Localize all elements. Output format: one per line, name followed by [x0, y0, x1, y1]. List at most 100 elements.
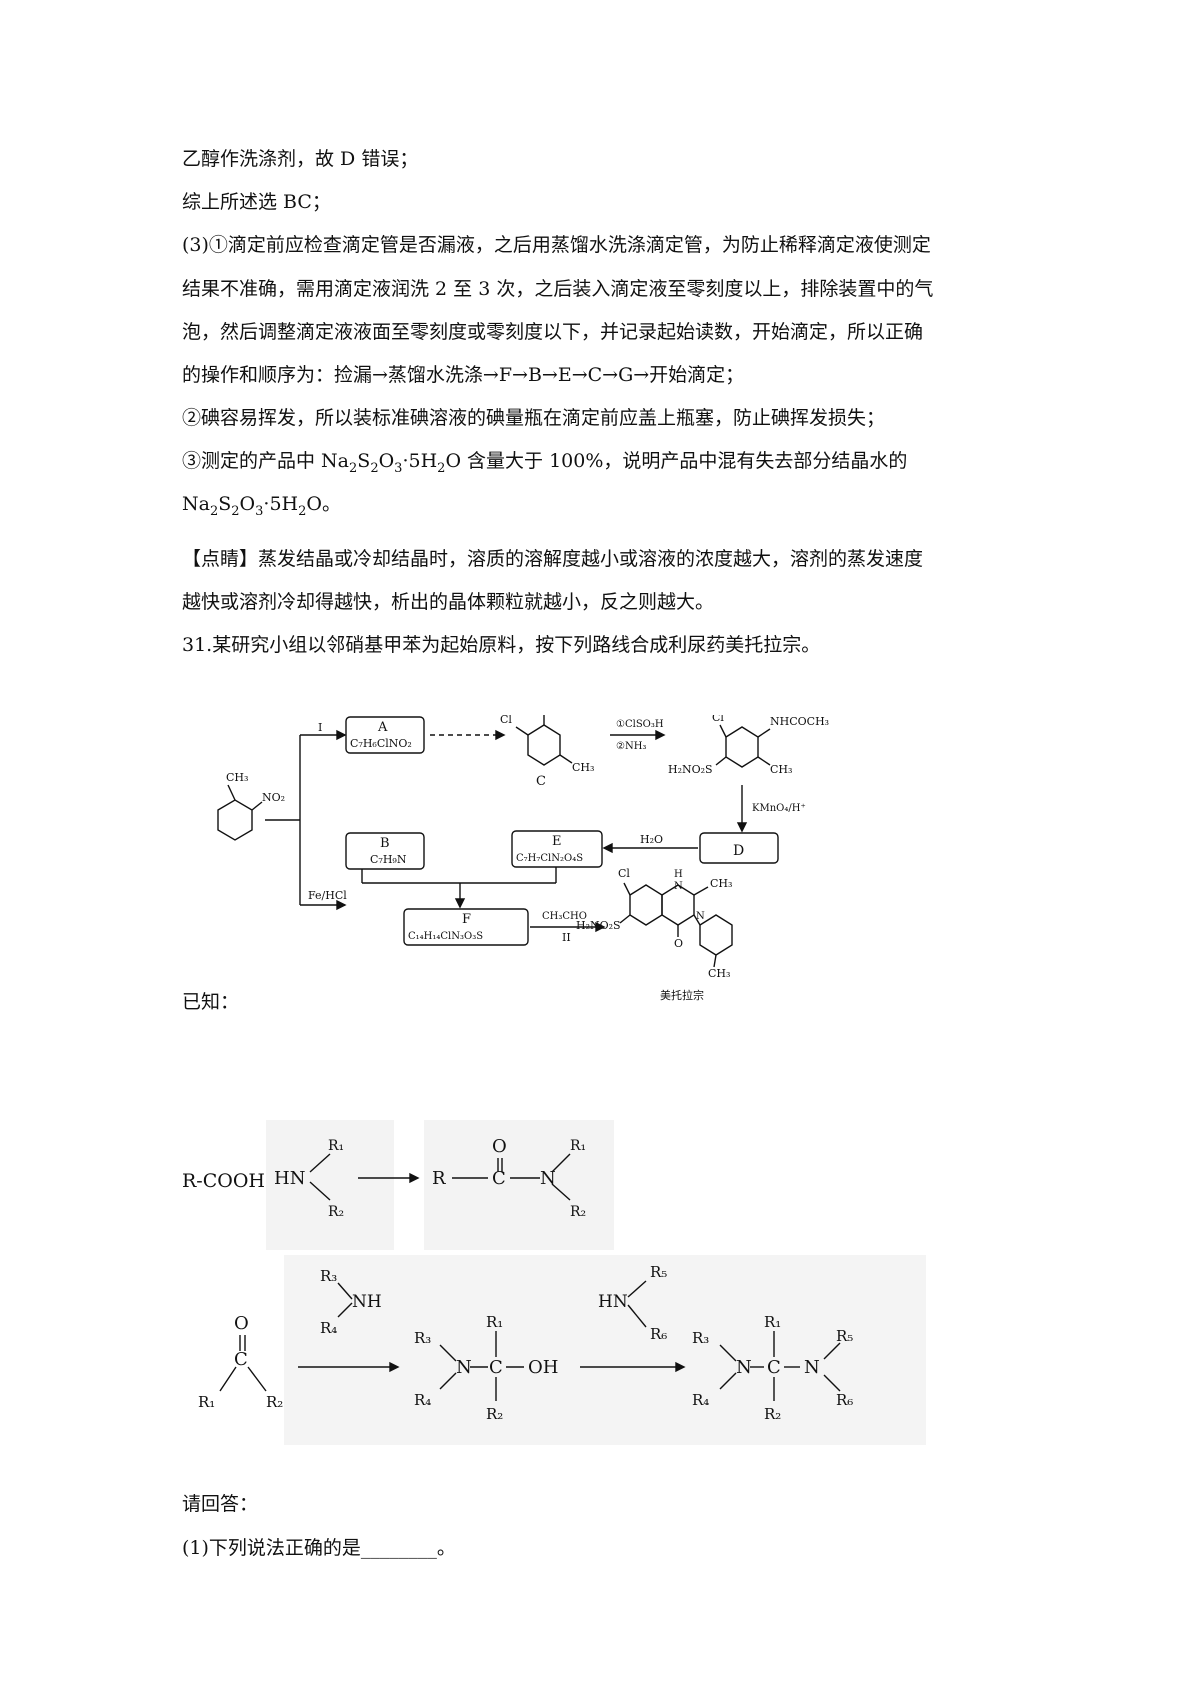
box-F	[403, 908, 529, 946]
label-n: N	[736, 1357, 752, 1378]
image-background	[266, 1120, 394, 1250]
label-nhcoch3: NHCOCH₃	[770, 715, 829, 728]
subscript: 3	[394, 460, 403, 476]
box-F-name: F	[462, 912, 471, 927]
subscript: 2	[231, 503, 240, 519]
label-hn: HN	[598, 1292, 628, 1312]
image-background	[400, 1255, 600, 1445]
text-span: ③测定的产品中 Na	[182, 450, 349, 472]
benzene-ring	[217, 799, 253, 841]
label-r1: R₁	[198, 1393, 215, 1411]
label-r6: R₆	[650, 1325, 667, 1343]
known1-reactant: R-COOH+	[182, 1170, 281, 1192]
label-ch3: CH₃	[708, 967, 730, 980]
label-r1: R₁	[764, 1313, 781, 1331]
text-span: O	[378, 450, 395, 472]
text-line: ②碘容易挥发，所以装标准碘溶液的碘量瓶在滴定前应盖上瓶塞，防止碘挥发损失；	[182, 407, 886, 429]
text-line: 的操作和顺序为：捡漏→蒸馏水洗涤→F→B→E→C→G→开始滴定；	[182, 364, 745, 386]
subscript: 2	[209, 503, 219, 519]
box-B-formula: C₇H₉N	[370, 853, 407, 866]
subscript: 2	[298, 503, 307, 519]
known-reaction-2: O C R₁ R₂ R₃ NH R₄ R₃ N R₄ R₁ C R₂ OH R₅…	[198, 1255, 926, 1445]
question-1-text: (1)下列说法正确的是________。	[182, 1537, 456, 1559]
label-c: C	[234, 1349, 248, 1370]
text-line: 综上所述选 BC；	[182, 191, 331, 213]
subscript: 2	[437, 460, 446, 476]
label-r4: R₄	[692, 1391, 709, 1409]
box-B-name: B	[380, 836, 390, 851]
label-c: C	[489, 1357, 503, 1378]
text-span: ·5H	[263, 493, 299, 515]
ask-label: 请回答：	[182, 1493, 259, 1515]
label-hn: HN	[274, 1168, 305, 1189]
text-span: ·5H	[402, 450, 438, 472]
text-line: (3)①滴定前应检查滴定管是否漏液，之后用蒸馏水洗涤滴定管，为防止稀释滴定液使测…	[182, 234, 931, 256]
label-r2: R₂	[486, 1405, 503, 1423]
known-reaction-1: HN R₁ R₂ R C O N R₁ R₂	[266, 1120, 614, 1250]
question-1: (1)下列说法正确的是________。	[182, 1534, 1022, 1562]
label-r4: R₄	[320, 1319, 337, 1337]
label-n: N	[456, 1357, 472, 1378]
label-cl: Cl	[500, 715, 512, 726]
label-r2: R₂	[570, 1204, 586, 1220]
image-background	[424, 1120, 614, 1250]
benzene-ring	[629, 884, 663, 926]
label-r3: R₃	[414, 1329, 431, 1347]
box-A-formula: C₇H₆ClNO₂	[350, 737, 412, 750]
text-line: Na2S2O3·5H2O。	[182, 490, 1022, 526]
text-span: S	[357, 450, 371, 472]
text-span: S	[218, 493, 232, 515]
text-span: O。	[306, 493, 341, 515]
text-line: 越快或溶剂冷却得越快，析出的晶体颗粒就越小，反之则越大。	[182, 591, 715, 613]
label-r2: R₂	[266, 1393, 283, 1411]
benzene-ring	[725, 726, 759, 768]
subscript: 2	[370, 460, 379, 476]
benzene-ring	[527, 724, 561, 766]
compound-C-label: C	[536, 774, 546, 789]
image-background	[600, 1255, 710, 1445]
label-h2no2s: H₂NO₂S	[576, 919, 621, 932]
text-line: ③测定的产品中 Na2S2O3·5H2O 含量大于 100%，说明产品中混有失去…	[182, 447, 1022, 483]
label-n: N	[674, 881, 683, 892]
label-o: O	[674, 937, 683, 950]
image-background	[706, 1255, 926, 1445]
label-o: O	[234, 1313, 249, 1334]
label-r1: R₁	[486, 1313, 503, 1331]
question-31-stem: 31.某研究小组以邻硝基甲苯为起始原料，按下列路线合成利尿药美托拉宗。	[182, 634, 821, 656]
label-n: N	[696, 911, 705, 922]
label-ch3: CH₃	[572, 761, 594, 774]
label-h: H	[674, 869, 683, 880]
label-n: N	[804, 1357, 820, 1378]
box-A	[345, 716, 425, 754]
box-A-name: A	[377, 720, 388, 735]
label-r2: R₂	[328, 1204, 344, 1220]
text-line: 【点睛】蒸发结晶或冷却结晶时，溶质的溶解度越小或溶液的浓度越大，溶剂的蒸发速度	[182, 548, 924, 570]
box-D	[699, 832, 779, 864]
label-no2: NO₂	[262, 791, 285, 804]
text-line: 结果不准确，需用滴定液润洗 2 至 3 次，之后装入滴定液至零刻度以上，排除装置…	[182, 278, 934, 300]
label-h2no2s: H₂NO₂S	[668, 763, 713, 776]
label-r2: R₂	[764, 1405, 781, 1423]
label-r5: R₅	[836, 1327, 853, 1345]
label-cl: Cl	[618, 867, 630, 880]
label-r: R	[432, 1168, 446, 1189]
known-label: 已知：	[182, 991, 240, 1013]
label-c: C	[492, 1168, 506, 1189]
text-span: O	[239, 493, 256, 515]
box-B	[345, 832, 425, 870]
text-line: 乙醇作洗涤剂，故 D 错误；	[182, 148, 419, 170]
text-span: O 含量大于 100%，说明产品中混有失去部分结晶水的	[445, 450, 908, 472]
step-II-label: II	[562, 931, 571, 944]
label-ch3: CH₃	[770, 763, 792, 776]
image-background	[284, 1255, 404, 1445]
label-r5: R₅	[650, 1263, 667, 1281]
subscript: 2	[349, 460, 358, 476]
label-cl: Cl	[712, 715, 724, 724]
product-name: 美托拉宗	[660, 988, 704, 1002]
label-r4: R₄	[414, 1391, 431, 1409]
box-E-formula: C₇H₇ClN₂O₄S	[516, 853, 583, 864]
reagent-fe-hcl: Fe/HCl	[308, 889, 347, 902]
label-r3: R₃	[320, 1267, 337, 1285]
reagent-kmno4: KMnO₄/H⁺	[752, 803, 806, 814]
step-I-label: I	[318, 721, 322, 734]
